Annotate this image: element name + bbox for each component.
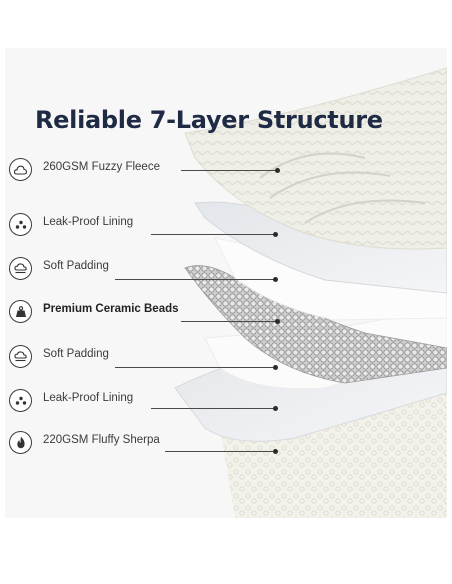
layer-label: 220GSM Fluffy Sherpa — [43, 434, 160, 446]
layer-row-7: 220GSM Fluffy Sherpa — [5, 428, 447, 458]
leader-line — [115, 279, 275, 280]
layer-label: Premium Ceramic Beads — [43, 303, 179, 315]
layer-row-5: Soft Padding — [5, 342, 447, 372]
leader-dot — [275, 168, 280, 173]
leader-dot — [275, 319, 280, 324]
leader-dot — [273, 232, 278, 237]
leader-line — [151, 234, 275, 235]
dots-icon — [9, 213, 32, 236]
page-title: Reliable 7-Layer Structure — [35, 106, 383, 134]
leader-line — [181, 321, 277, 322]
leader-dot — [273, 365, 278, 370]
layer-label: Leak-Proof Lining — [43, 216, 134, 228]
layer-stack-illustration — [174, 67, 447, 518]
layer-label: Soft Padding — [43, 348, 109, 360]
cloud-icon — [9, 158, 32, 181]
leader-line — [115, 367, 275, 368]
layer-row-2: Leak-Proof Lining — [5, 210, 447, 240]
layer-row-1: 260GSM Fuzzy Fleece — [5, 155, 447, 185]
leader-dot — [273, 406, 278, 411]
layer-label: Soft Padding — [43, 260, 109, 272]
flame-icon — [9, 431, 32, 454]
leader-line — [181, 170, 277, 171]
leader-dot — [273, 449, 278, 454]
cloud-layer-icon — [9, 257, 32, 280]
layer-label: 260GSM Fuzzy Fleece — [43, 161, 160, 173]
leader-line — [151, 408, 275, 409]
weight-icon — [9, 300, 32, 323]
layer-illustration-frame: Reliable 7-Layer Structure 260GSM Fuzzy … — [5, 48, 447, 518]
leader-dot — [273, 277, 278, 282]
leader-line — [165, 451, 275, 452]
dots-icon — [9, 389, 32, 412]
layer-row-3: Soft Padding — [5, 254, 447, 284]
layer-row-6: Leak-Proof Lining — [5, 386, 447, 416]
layer-label: Leak-Proof Lining — [43, 392, 134, 404]
cloud-layer-icon — [9, 345, 32, 368]
layer-row-4: Premium Ceramic Beads — [5, 297, 447, 327]
